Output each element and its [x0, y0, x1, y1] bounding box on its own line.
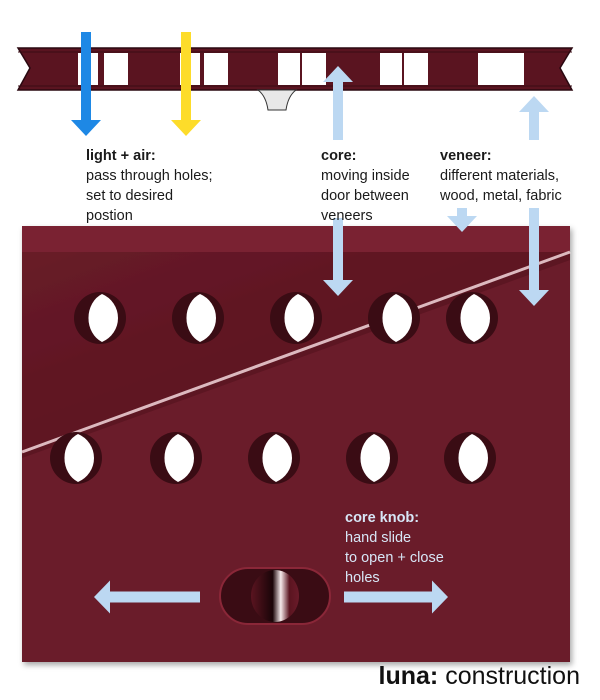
air-arrow-head: [171, 120, 201, 136]
door-hole: [368, 292, 420, 344]
label-veneer-title: veneer:: [440, 148, 492, 164]
slide-right-arrow-shaft: [344, 591, 434, 603]
slide-left-arrow-shaft: [108, 591, 200, 603]
cross-section-hole: [500, 53, 524, 85]
cross-section-hole: [104, 53, 128, 85]
label-light-air-body: pass through holes; set to desired posti…: [86, 168, 213, 224]
label-light-air-title: light + air:: [86, 148, 156, 164]
veneer-down-arrow: [519, 208, 549, 306]
cross-section-knob: [256, 89, 298, 111]
door-hole: [248, 432, 300, 484]
cross-section-hole: [404, 53, 428, 85]
cross-section-hole: [278, 53, 300, 85]
veneer-small-arrow: [447, 208, 477, 232]
label-veneer-body: different materials, wood, metal, fabric: [440, 168, 562, 204]
air-arrow: [171, 32, 201, 136]
cross-section-hole: [478, 53, 500, 85]
door-hole: [270, 292, 322, 344]
door-hole: [446, 292, 498, 344]
door-hole: [172, 292, 224, 344]
footer-brand: luna:: [378, 662, 439, 690]
label-light-air: light + air: pass through holes; set to …: [86, 146, 256, 226]
veneer-up-arrow: [519, 96, 549, 140]
door-hole-opening: [360, 434, 390, 482]
slide-left-arrow-head: [94, 580, 110, 614]
knob-handle[interactable]: [251, 570, 299, 622]
label-core: core: moving inside door between veneers: [321, 146, 441, 226]
door-hole-opening: [382, 294, 413, 342]
light-arrow-shaft: [81, 32, 91, 122]
door-hole-opening: [164, 434, 194, 482]
door-hole-opening: [458, 434, 488, 482]
cross-section-hole: [380, 53, 402, 85]
door-hole-opening: [186, 294, 217, 342]
core-up-arrow: [323, 66, 353, 140]
slide-right-arrow-head: [432, 580, 448, 614]
door-hole: [346, 432, 398, 484]
door-hole-opening: [460, 294, 491, 342]
door-hole-opening: [64, 434, 94, 482]
light-arrow: [71, 32, 101, 136]
label-core-title: core:: [321, 148, 357, 164]
footer-title: luna: construction: [379, 662, 580, 691]
door-top-strip: [22, 226, 570, 252]
core-up-arrow-shaft: [333, 80, 343, 140]
door-hole-opening: [284, 294, 315, 342]
core-down-arrow-head: [323, 280, 353, 296]
label-veneer: veneer: different materials, wood, metal…: [440, 146, 600, 206]
door-hole: [444, 432, 496, 484]
door-hole-opening: [262, 434, 292, 482]
veneer-up-arrow-head: [519, 96, 549, 112]
door-hole-opening: [88, 294, 119, 342]
cross-section-hole: [302, 53, 326, 85]
label-core-knob: core knob: hand slide to open + close ho…: [345, 508, 485, 588]
label-core-knob-title: core knob:: [345, 510, 420, 526]
air-arrow-shaft: [181, 32, 191, 122]
footer-word: construction: [445, 662, 580, 690]
arrows: [71, 32, 549, 614]
veneer-small-arrow-shaft: [457, 208, 467, 218]
veneer-up-arrow-shaft: [529, 110, 539, 140]
light-arrow-head: [71, 120, 101, 136]
slide-left-arrow: [94, 580, 200, 614]
label-core-body: moving inside door between veneers: [321, 168, 410, 224]
cross-section: [16, 47, 574, 111]
veneer-down-arrow-shaft: [529, 208, 539, 292]
door-hole: [50, 432, 102, 484]
door-hole: [150, 432, 202, 484]
core-knob[interactable]: [219, 567, 331, 625]
veneer-small-arrow-head: [447, 216, 477, 232]
core-up-arrow-head: [323, 66, 353, 82]
door-hole: [74, 292, 126, 344]
slide-right-arrow: [344, 580, 448, 614]
core-down-arrow: [323, 218, 353, 296]
cutaway-edge: [21, 250, 571, 454]
cross-section-hole: [204, 53, 228, 85]
label-core-knob-body: hand slide to open + close holes: [345, 530, 444, 586]
door-holes: [50, 292, 498, 484]
core-down-arrow-shaft: [333, 218, 343, 282]
veneer-down-arrow-head: [519, 290, 549, 306]
